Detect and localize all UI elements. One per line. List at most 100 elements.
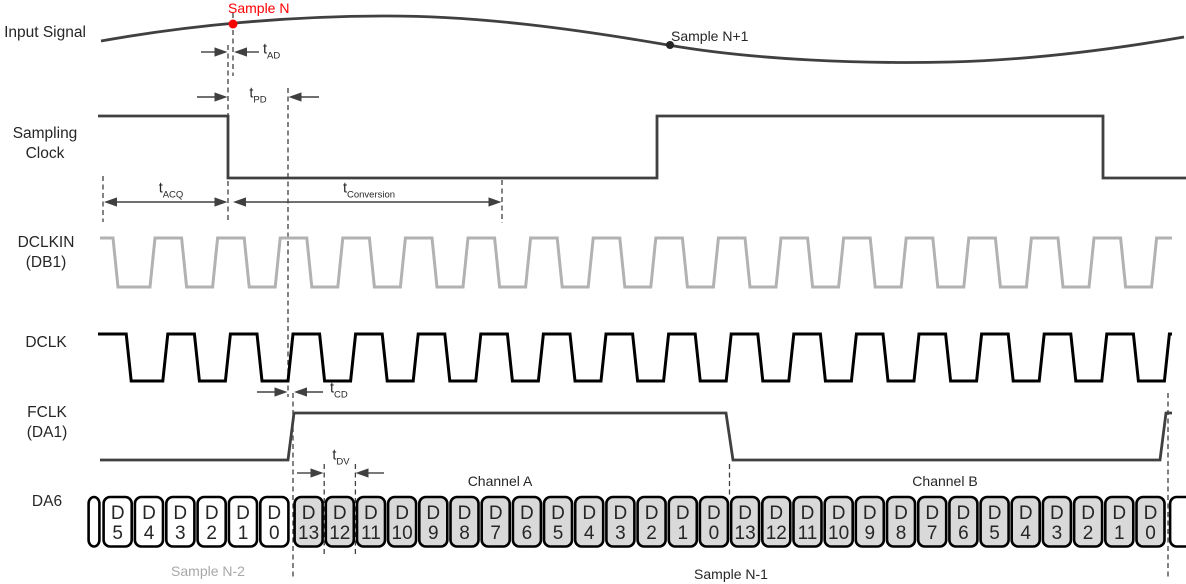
row-label-da6: DA6 xyxy=(31,493,63,510)
fclk-waveform xyxy=(100,411,1172,462)
da6-cell-label-bit: 0 xyxy=(1145,523,1156,544)
da6-cell-label-bit: 4 xyxy=(144,523,155,544)
da6-cell-label-bit: 12 xyxy=(766,523,787,544)
da6-cell-label-bit: 6 xyxy=(958,523,969,544)
da6-cell-channel_b-d8 xyxy=(885,495,917,548)
da6-cell-channel_a-d2 xyxy=(636,495,667,548)
timing-label-t-pd: tPD xyxy=(249,85,267,106)
da6-cell-label-top: D xyxy=(111,503,125,524)
da6-cell-channel_a-d10 xyxy=(386,495,418,548)
sampling-clock-waveform xyxy=(98,114,1186,180)
da6-cell-channel_a-d7 xyxy=(480,495,512,548)
da6-cell-label-top: D xyxy=(1019,503,1033,524)
da6-cell-label-bit: 11 xyxy=(798,523,818,544)
da6-cell-sample_n_minus_2-d1 xyxy=(227,495,259,548)
da6-cell-channel_b-d4 xyxy=(1010,495,1042,548)
da6-cell-label-top: D xyxy=(395,503,409,524)
timing-label-t-dv: tDV xyxy=(332,447,350,468)
timing-label-t-acq: tACQ xyxy=(158,180,184,201)
da6-cell-channel_b-d11 xyxy=(792,495,823,548)
da6-cell-label-top: D xyxy=(489,503,503,524)
da6-cell-label-bit: 1 xyxy=(238,523,249,544)
sample-n-plus-1-dot xyxy=(666,41,674,49)
dclk-waveform xyxy=(98,332,1172,383)
row-label-dclk: DCLK xyxy=(25,334,67,351)
da6-cell-label-bit: 1 xyxy=(678,523,689,544)
da6-cell-label-bit: 13 xyxy=(735,523,756,544)
da6-cell-label-top: D xyxy=(769,503,783,524)
da6-cell-label-top: D xyxy=(863,503,877,524)
da6-cell-label-top: D xyxy=(1081,503,1095,524)
da6-cell-label-bit: 13 xyxy=(298,523,319,544)
da6-bus-leadin xyxy=(87,495,101,548)
timing-label-t-conversion: tConversion xyxy=(342,180,396,201)
da6-cell-label-top: D xyxy=(1050,503,1064,524)
da6-cell-sample_n_minus_2-d3 xyxy=(165,495,196,548)
da6-cell-label-bit: 4 xyxy=(584,523,595,544)
da6-cell-label-top: D xyxy=(988,503,1002,524)
da6-cell-label-top: D xyxy=(738,503,752,524)
da6-cell-label-top: D xyxy=(551,503,565,524)
arrowhead-icon xyxy=(214,197,228,207)
da6-cell-label-bit: 2 xyxy=(1083,523,1094,544)
da6-cell-label-top: D xyxy=(142,503,156,524)
da6-cell-channel_b-d9 xyxy=(854,495,886,548)
da6-cell-channel_a-d6 xyxy=(511,495,543,548)
da6-cell-label-top: D xyxy=(925,503,939,524)
da6-cell-label-bit: 5 xyxy=(553,523,564,544)
da6-cell-label-bit: 3 xyxy=(615,523,626,544)
da6-cell-label-top: D xyxy=(173,503,187,524)
da6-cell-label-bit: 2 xyxy=(646,523,657,544)
timing-label-t-ad: tAD xyxy=(263,41,281,62)
da6-cell-label-top: D xyxy=(894,503,908,524)
da6-cell-label-bit: 11 xyxy=(361,523,381,544)
da6-cell-label-top: D xyxy=(645,503,659,524)
da6-cell-channel_a-d1 xyxy=(667,495,699,548)
da6-cell-label-top: D xyxy=(333,503,347,524)
da6-cell-label-bit: 7 xyxy=(927,523,938,544)
sample-n-dot xyxy=(228,19,238,29)
da6-cell-sample_n_minus_2-d4 xyxy=(133,495,165,548)
dclkin-waveform xyxy=(100,236,1172,289)
arrowhead-icon xyxy=(355,468,369,478)
da6-cell-label-bit: 4 xyxy=(1020,523,1031,544)
da6-cell-channel_a-d3 xyxy=(605,495,636,548)
da6-cell-label-top: D xyxy=(707,503,721,524)
da6-cell-channel_a-d5 xyxy=(542,495,574,548)
da6-cell-channel_a-d0 xyxy=(698,495,730,548)
da6-cell-channel_b-d7 xyxy=(916,495,948,548)
da6-cell-channel_a-d8 xyxy=(449,495,480,548)
row-label-input-signal: Input Signal xyxy=(4,24,86,41)
da6-cell-label-top: D xyxy=(267,503,281,524)
da6-cell-label-top: D xyxy=(676,503,690,524)
da6-cell-channel_b-d0 xyxy=(1135,495,1166,548)
arrowhead-icon xyxy=(274,387,288,397)
arrowhead-icon xyxy=(104,197,117,207)
da6-cell-label-bit: 3 xyxy=(1052,523,1063,544)
da6-cell-label-bit: 8 xyxy=(459,523,470,544)
da6-cell-channel_b-d12 xyxy=(760,495,792,548)
da6-cell-channel_a-d4 xyxy=(573,495,605,548)
da6-cell-label-bit: 3 xyxy=(175,523,186,544)
da6-cell-sample_n_minus_2-d5 xyxy=(102,495,133,548)
da6-cell-channel_b-d2 xyxy=(1072,495,1104,548)
da6-cell-sample_n_minus_2-d0 xyxy=(258,495,290,548)
da6-cell-label-bit: 2 xyxy=(206,523,217,544)
da6-cell-label-top: D xyxy=(236,503,250,524)
da6-cell-label-top: D xyxy=(458,503,472,524)
label-channel-b: Channel B xyxy=(912,473,978,489)
arrowhead-icon xyxy=(488,197,502,207)
label-sample-n-minus-2: Sample N-2 xyxy=(171,563,245,579)
da6-cell-label-bit: 9 xyxy=(865,523,876,544)
da6-cell-label-bit: 9 xyxy=(428,523,439,544)
arrowhead-icon xyxy=(233,197,246,207)
da6-cell-sample_n_minus_2-d2 xyxy=(196,495,228,548)
da6-cell-channel_b-d5 xyxy=(979,495,1010,548)
row-label-sampling-clock: Sampling Clock xyxy=(12,125,78,162)
da6-cell-label-top: D xyxy=(614,503,628,524)
timing-label-t-cd: tCD xyxy=(330,380,348,401)
da6-cell-channel_a-d9 xyxy=(417,495,449,548)
da6-cell-label-bit: 6 xyxy=(522,523,533,544)
